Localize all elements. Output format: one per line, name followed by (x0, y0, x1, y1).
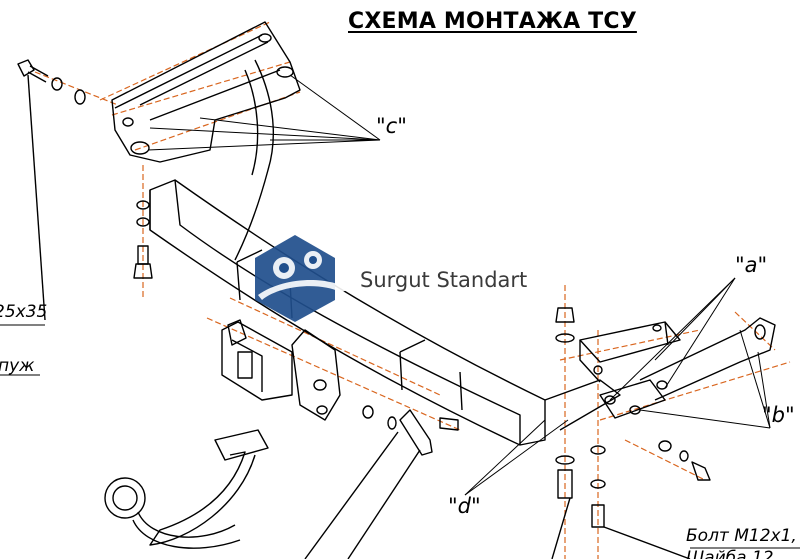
watermark-brand: Surgut Standart (360, 268, 528, 292)
left-bolt-stack (133, 200, 153, 279)
right-bolt-stacks (551, 307, 711, 559)
top-left-bolt (17, 59, 86, 321)
socket-plate (221, 319, 341, 421)
left-bolt-size-label: 25x35 (0, 302, 48, 322)
right-mounting-bracket (579, 317, 776, 419)
callout-leaders (0, 74, 800, 549)
callout-c: "c" (376, 114, 407, 138)
main-cross-beam (149, 179, 621, 446)
right-bolt-label: Болт М12х1, (686, 526, 797, 546)
ball-neck (104, 429, 269, 549)
page-title: СХЕМА МОНТАЖА ТСУ (348, 9, 637, 34)
right-washer-label: Шайба 12 (686, 548, 774, 559)
gears-car-icon (255, 235, 350, 322)
left-note-label: пуж (0, 356, 35, 376)
callout-b: "b" (762, 403, 795, 427)
callout-d: "d" (448, 494, 481, 518)
center-bolts (304, 405, 459, 559)
left-mounting-bracket (111, 21, 301, 261)
callout-a: "a" (735, 253, 768, 277)
